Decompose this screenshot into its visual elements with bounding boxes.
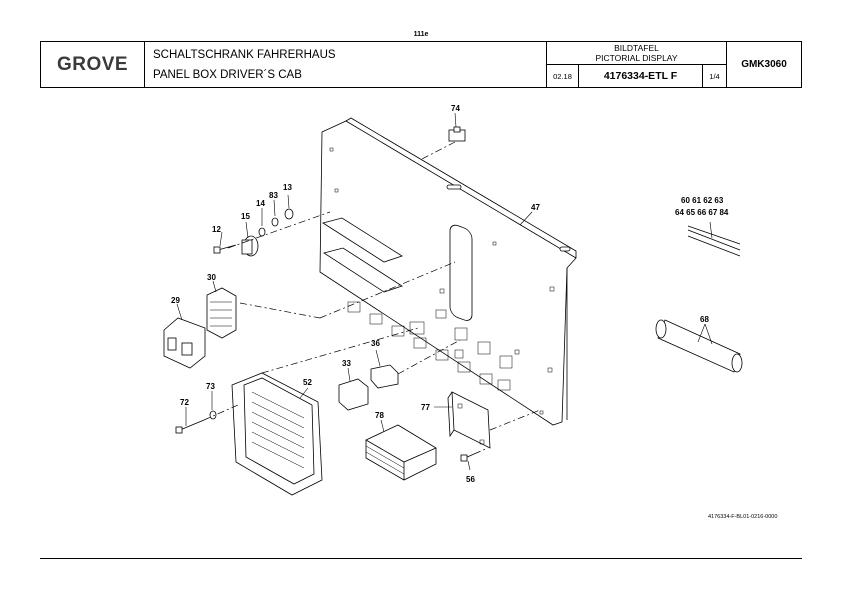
label-13: 13 [283,183,292,192]
label-47: 47 [531,203,540,212]
cable-bundle [687,221,741,257]
revision-date: 02.18 [547,65,579,87]
label-12: 12 [212,225,221,234]
label-29: 29 [171,296,180,305]
drawing-reference-code: 4176334-F-BL01-0216-0000 [708,514,777,520]
control-unit-52 [231,327,419,496]
screw-56 [460,447,489,471]
relay-33-36 [338,339,461,411]
module-78 [365,419,437,481]
crane-model: GMK3060 [741,59,787,70]
grove-logo: GROVE [41,42,145,87]
display-type-english: PICTORIAL DISPLAY [595,52,678,63]
label-68: 68 [700,315,709,324]
label-56: 56 [466,475,475,484]
label-74: 74 [451,104,460,113]
label-cable-row2: 64 65 66 67 84 [675,208,729,217]
footer-rule [40,558,802,559]
display-type-cell: BILDTAFEL PICTORIAL DISPLAY [547,42,727,65]
label-83: 83 [269,191,278,200]
label-78: 78 [375,411,384,420]
label-14: 14 [256,199,265,208]
document-number: 4176334-ETL F [579,65,703,87]
label-52: 52 [303,378,312,387]
label-36: 36 [371,339,380,348]
title-german: SCHALTSCHRANK FAHRERHAUS [153,49,336,61]
page-number: 111e [413,31,429,38]
title-english: PANEL BOX DRIVER´S CAB [153,69,302,81]
label-30: 30 [207,273,216,282]
display-type-german: BILDTAFEL [614,43,659,53]
fastener-group-12-15 [213,194,331,257]
title-cell: SCHALTSCHRANK FAHRERHAUS PANEL BOX DRIVE… [145,42,547,87]
label-cable-row1: 60 61 62 63 [681,196,724,205]
label-77: 77 [421,403,430,412]
label-33: 33 [342,359,351,368]
bracket-77 [434,391,541,449]
sheet-number: 1/4 [703,65,727,87]
conduit-68 [655,319,743,373]
panel-plate-47 [319,117,577,426]
label-73: 73 [206,382,215,391]
clip-74 [419,112,466,161]
connector-29-30 [163,261,456,369]
title-block: GROVE SCHALTSCHRANK FAHRERHAUS PANEL BOX… [40,41,802,88]
screw-72-73 [175,391,239,434]
label-15: 15 [241,212,250,221]
label-72: 72 [180,398,189,407]
